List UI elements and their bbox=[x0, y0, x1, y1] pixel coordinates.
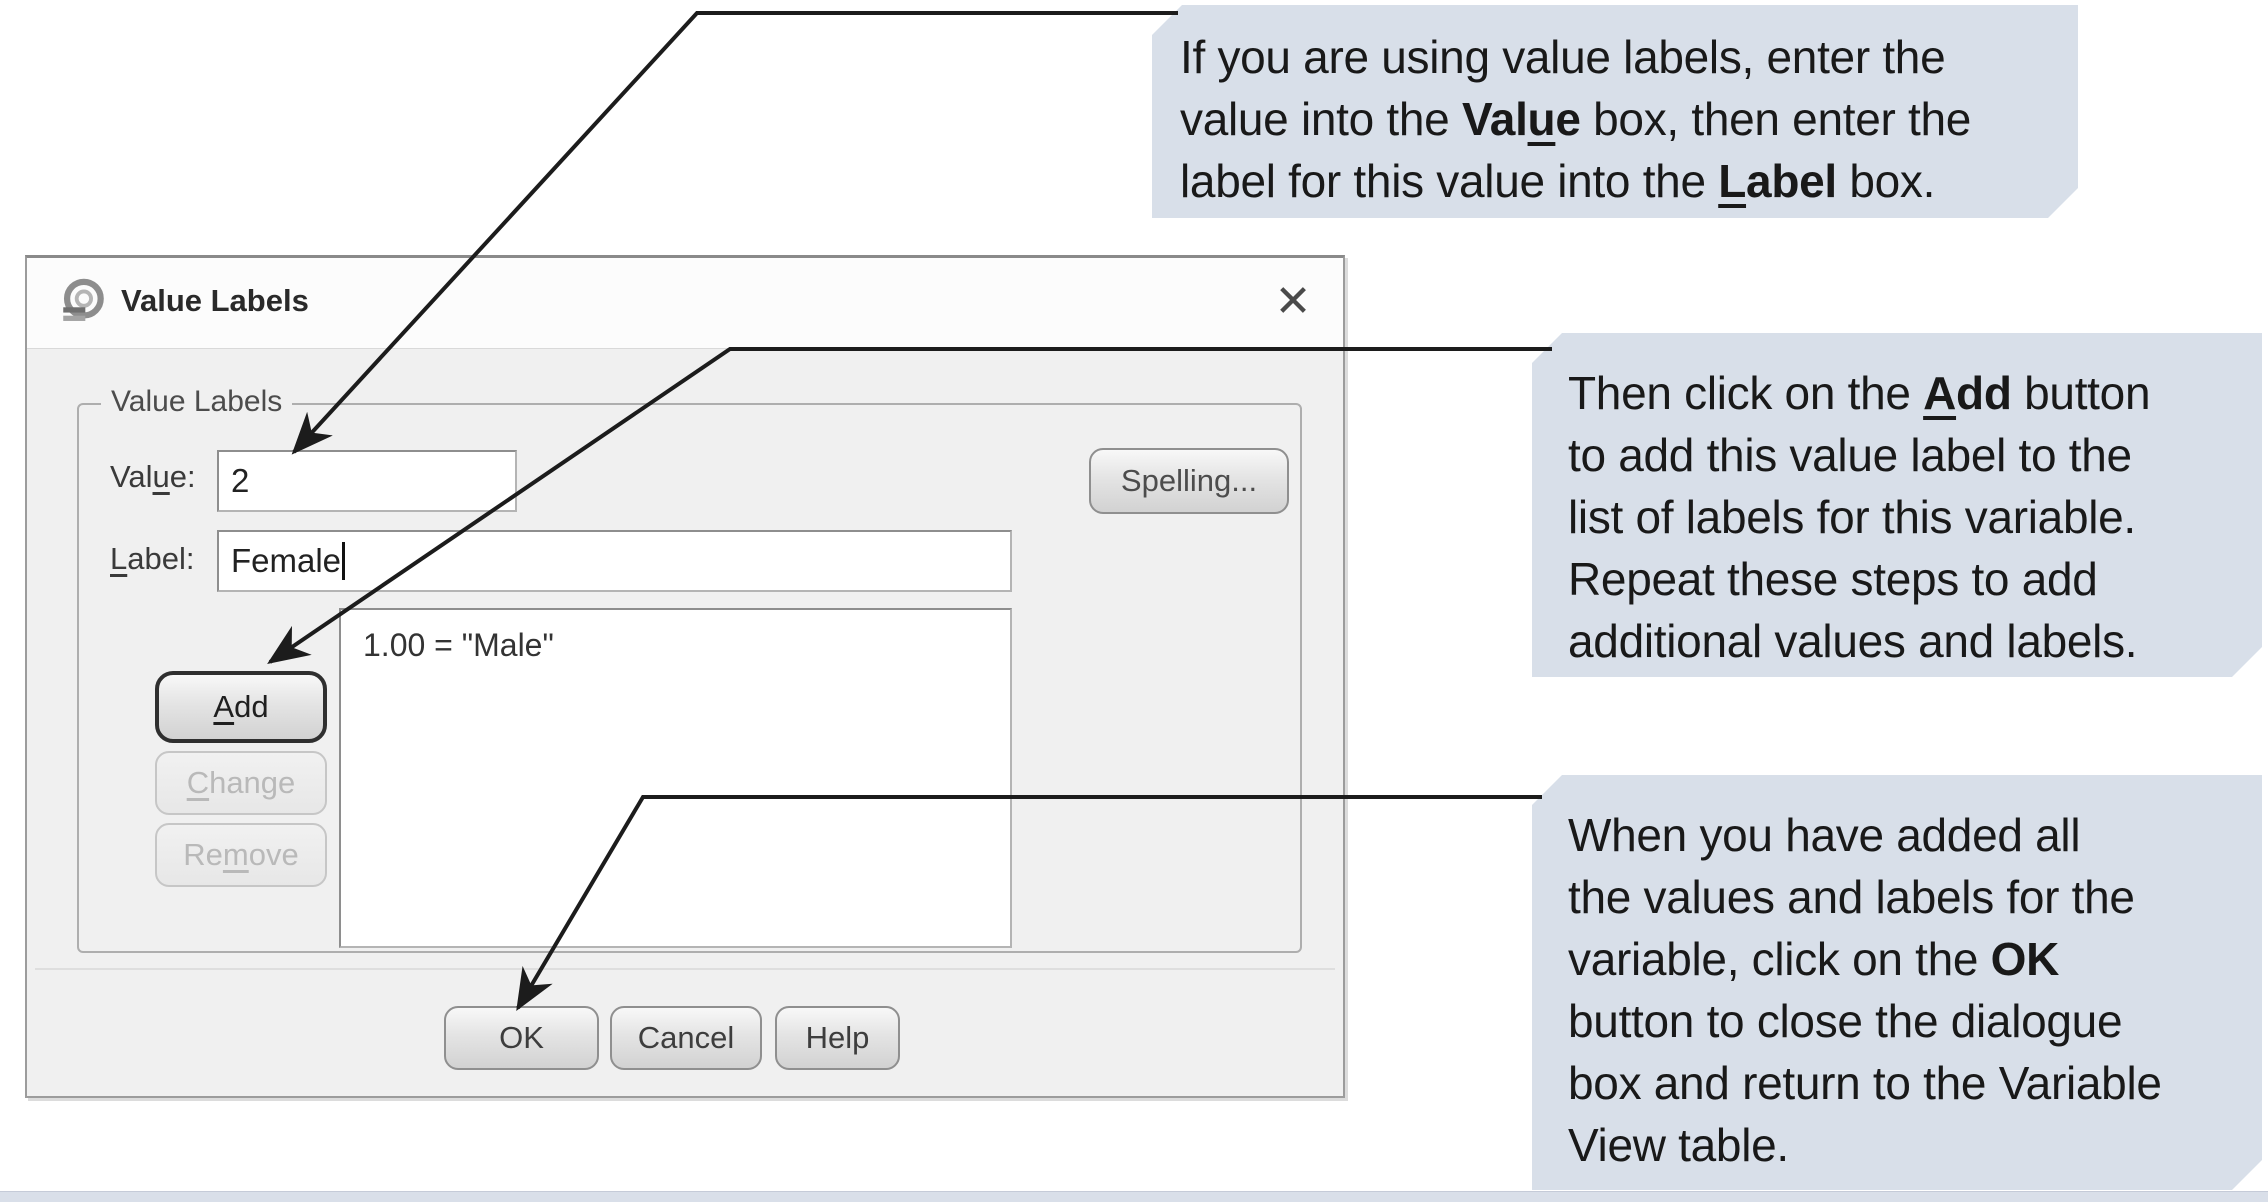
callout-text-line: When you have added all bbox=[1568, 809, 2081, 861]
value-input-text: 2 bbox=[231, 462, 250, 499]
callout-text-line: View table. bbox=[1568, 1119, 1789, 1171]
callout-text-line: to add this value label to the bbox=[1568, 429, 2132, 481]
label-input-text: Female bbox=[231, 542, 342, 579]
spelling-button[interactable]: Spelling... bbox=[1089, 448, 1289, 514]
footer-separator bbox=[35, 968, 1335, 970]
help-button-label: Help bbox=[805, 1020, 870, 1055]
callout-add-button-instruction: Then click on the Add button to add this… bbox=[1532, 333, 2262, 677]
label-field-label: Label: bbox=[110, 541, 195, 576]
callout-text-line: value into the Value box, then enter the bbox=[1180, 93, 1972, 145]
callout-ok-button-instruction: When you have added all the values and l… bbox=[1532, 775, 2262, 1190]
cancel-button[interactable]: Cancel bbox=[610, 1006, 762, 1070]
callout-text-line: box and return to the Variable bbox=[1568, 1057, 2162, 1109]
callout-text-line: the values and labels for the bbox=[1568, 871, 2135, 923]
ok-button-label: OK bbox=[499, 1020, 544, 1055]
callout-text-line: Repeat these steps to add bbox=[1568, 553, 2098, 605]
callout-text-line: additional values and labels. bbox=[1568, 615, 2138, 667]
callout-text-line: If you are using value labels, enter the bbox=[1180, 31, 1946, 83]
ok-button[interactable]: OK bbox=[444, 1006, 599, 1070]
callout-text-line: variable, click on the OK bbox=[1568, 933, 2060, 985]
callout-value-label-entry: If you are using value labels, enter the… bbox=[1152, 5, 2078, 218]
text-cursor bbox=[342, 542, 346, 580]
page-bottom-strip bbox=[0, 1191, 2268, 1202]
list-item[interactable]: 1.00 = "Male" bbox=[363, 627, 554, 663]
value-input[interactable]: 2 bbox=[217, 450, 517, 512]
spss-dialog-icon bbox=[57, 278, 105, 326]
groupbox-label: Value Labels bbox=[101, 385, 293, 419]
value-labels-list[interactable]: 1.00 = "Male" bbox=[339, 608, 1012, 948]
close-icon[interactable]: ✕ bbox=[1274, 276, 1312, 327]
dialog-titlebar[interactable]: Value Labels ✕ bbox=[27, 258, 1343, 349]
callout-text-line: Then click on the Add button bbox=[1568, 367, 2151, 419]
dialog-title: Value Labels bbox=[121, 283, 309, 318]
label-input[interactable]: Female bbox=[217, 530, 1012, 592]
spelling-button-label: Spelling... bbox=[1120, 463, 1258, 498]
value-field-label: Value: bbox=[110, 459, 196, 494]
callout-text-line: button to close the dialogue bbox=[1568, 995, 2123, 1047]
help-button[interactable]: Help bbox=[775, 1006, 900, 1070]
cancel-button-label: Cancel bbox=[637, 1020, 735, 1055]
value-labels-dialog: Value Labels ✕ Value Labels Value: 2 Lab… bbox=[25, 255, 1345, 1098]
callout-text-line: label for this value into the Label box. bbox=[1180, 155, 1936, 207]
callout-text-line: list of labels for this variable. bbox=[1568, 491, 2136, 543]
